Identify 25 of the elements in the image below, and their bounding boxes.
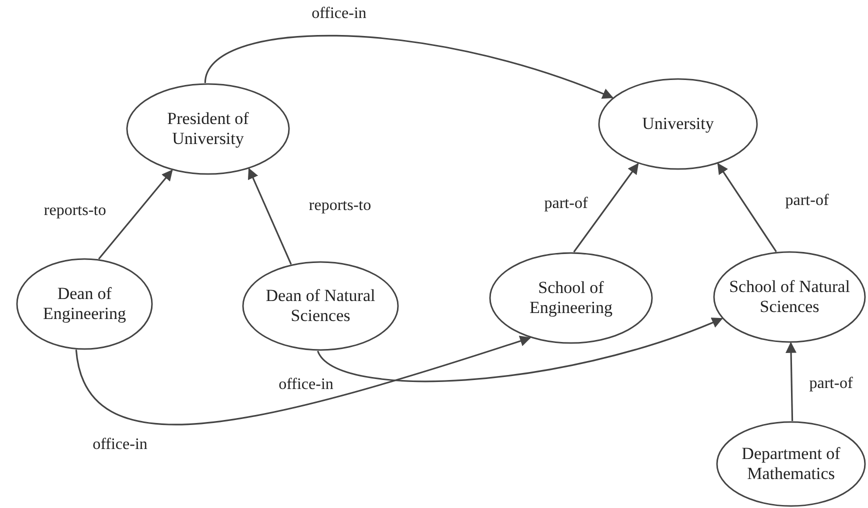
concept-ellipse — [713, 251, 866, 343]
arrow — [98, 170, 173, 260]
edge-label: part-of — [807, 375, 855, 393]
edge-label: part-of — [542, 195, 590, 213]
arrow — [75, 336, 532, 426]
node-label: University — [641, 114, 715, 134]
arrow — [573, 162, 639, 252]
concept-ellipse — [598, 78, 758, 170]
concept-ellipse — [716, 421, 866, 507]
arrow — [786, 342, 797, 422]
node-label: School of Engineering — [528, 278, 614, 318]
arrow — [248, 168, 292, 265]
concept-ellipse — [126, 83, 290, 175]
arrow — [717, 162, 777, 252]
node-label: Dean of Engineering — [42, 284, 128, 324]
arrow — [317, 317, 723, 382]
node-label: School of Natural Sciences — [728, 277, 851, 317]
concept-ellipse — [16, 258, 153, 350]
node-label: President of University — [166, 109, 250, 149]
concept-ellipse — [489, 252, 653, 344]
arrow — [204, 34, 614, 100]
node-label: Dean of Natural Sciences — [264, 286, 376, 326]
node-label: Department of Mathematics — [740, 444, 842, 484]
edge-label: part-of — [783, 192, 831, 210]
concept-ellipse — [242, 261, 399, 351]
